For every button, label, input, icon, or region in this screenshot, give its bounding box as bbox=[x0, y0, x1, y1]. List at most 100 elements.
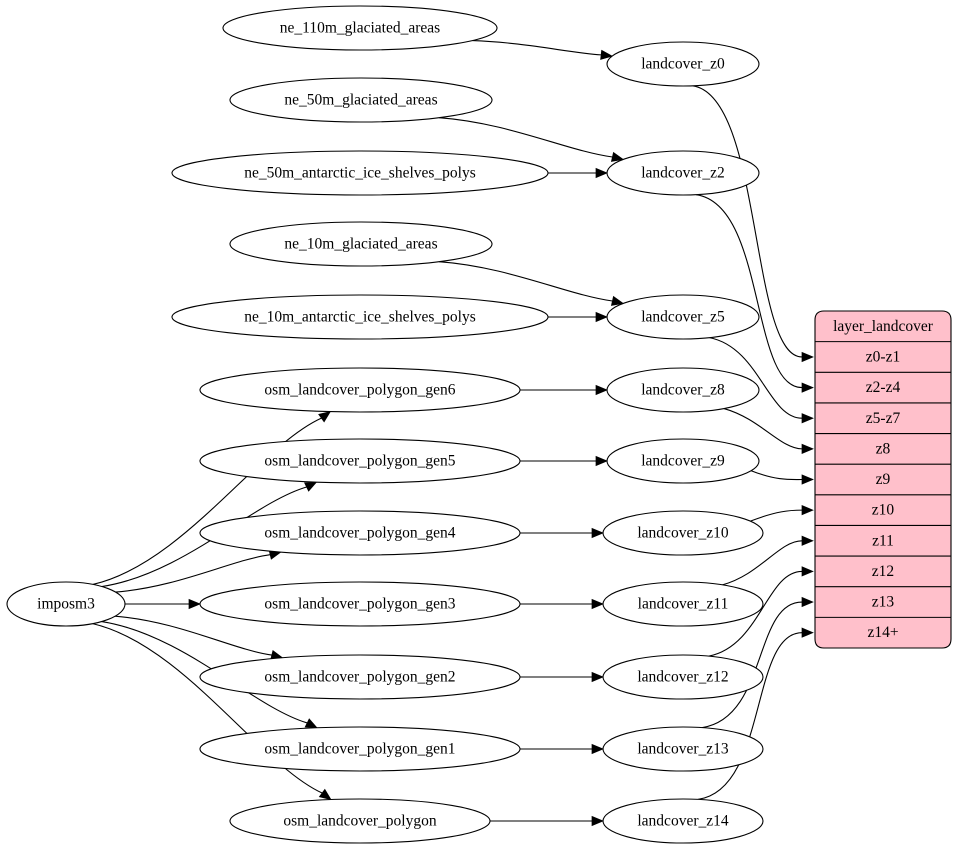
edge-arrowhead bbox=[801, 566, 814, 577]
node-landcover_z5[interactable]: landcover_z5 bbox=[606, 294, 760, 340]
edge-ne_50m_antarctic_ice_shelves_polys-to-landcover_z2 bbox=[548, 167, 608, 179]
node-landcover_z9[interactable]: landcover_z9 bbox=[606, 438, 760, 484]
node-label-landcover_z12: landcover_z12 bbox=[637, 669, 728, 686]
node-landcover_z12[interactable]: landcover_z12 bbox=[602, 654, 764, 700]
table-row-label-z0-z1[interactable]: z0-z1 bbox=[866, 349, 900, 366]
node-shape-landcover_z10 bbox=[602, 510, 764, 556]
edge-landcover_z8-to-layer_landcover:z8 bbox=[723, 408, 814, 454]
edges-layer bbox=[92, 39, 814, 827]
node-label-landcover_z10: landcover_z10 bbox=[637, 525, 728, 542]
edge-arrowhead bbox=[318, 411, 332, 423]
node-ne_110m_glaciated_areas[interactable]: ne_110m_glaciated_areas bbox=[222, 5, 498, 51]
node-landcover_z10[interactable]: landcover_z10 bbox=[602, 510, 764, 556]
edge-imposm3-to-osm_landcover_polygon_gen3 bbox=[125, 598, 201, 610]
edge-arrowhead bbox=[591, 671, 604, 683]
nodes-layer: imposm3 ne_110m_glaciated_areas ne_50m_gla… bbox=[6, 5, 764, 844]
node-label-landcover_z5: landcover_z5 bbox=[641, 309, 725, 326]
edge-imposm3-to-osm_landcover_polygon_gen6 bbox=[92, 411, 332, 585]
edge-curve bbox=[708, 570, 803, 657]
node-imposm3[interactable]: imposm3 bbox=[6, 581, 126, 627]
edge-arrowhead bbox=[595, 384, 608, 396]
table-row-label-z12[interactable]: z12 bbox=[872, 563, 894, 580]
edge-arrowhead bbox=[801, 535, 814, 546]
edge-landcover_z13-to-layer_landcover:z13 bbox=[701, 596, 814, 729]
node-landcover_z13[interactable]: landcover_z13 bbox=[602, 726, 764, 772]
edge-arrowhead bbox=[801, 413, 814, 424]
table-row-label-z2-z4[interactable]: z2-z4 bbox=[866, 379, 901, 396]
table-row-label-z14+[interactable]: z14+ bbox=[867, 624, 898, 641]
node-osm_landcover_polygon_gen5[interactable]: osm_landcover_polygon_gen5 bbox=[199, 438, 521, 484]
node-shape-osm_landcover_polygon_gen2 bbox=[199, 654, 521, 700]
node-label-osm_landcover_polygon_gen6: osm_landcover_polygon_gen6 bbox=[264, 382, 455, 399]
node-osm_landcover_polygon_gen1[interactable]: osm_landcover_polygon_gen1 bbox=[199, 726, 521, 772]
layer-landcover-table: layer_landcoverz0-z1z2-z4z5-z7z8z9z10z11… bbox=[814, 310, 952, 649]
edge-arrowhead bbox=[188, 598, 201, 610]
edge-arrowhead bbox=[801, 596, 814, 608]
node-shape-osm_landcover_polygon_gen6 bbox=[199, 367, 521, 413]
node-ne_50m_glaciated_areas[interactable]: ne_50m_glaciated_areas bbox=[229, 77, 493, 123]
node-ne_10m_glaciated_areas[interactable]: ne_10m_glaciated_areas bbox=[229, 221, 493, 267]
node-ne_50m_antarctic_ice_shelves_polys[interactable]: ne_50m_antarctic_ice_shelves_polys bbox=[171, 150, 549, 196]
node-ne_10m_antarctic_ice_shelves_polys[interactable]: ne_10m_antarctic_ice_shelves_polys bbox=[171, 294, 549, 340]
node-label-ne_50m_glaciated_areas: ne_50m_glaciated_areas bbox=[284, 92, 437, 109]
edge-curve bbox=[722, 540, 803, 586]
table-row-label-z10[interactable]: z10 bbox=[872, 502, 895, 519]
node-landcover_z8[interactable]: landcover_z8 bbox=[606, 367, 760, 413]
edge-arrowhead bbox=[801, 627, 814, 638]
node-label-landcover_z11: landcover_z11 bbox=[638, 596, 729, 613]
node-landcover_z11[interactable]: landcover_z11 bbox=[602, 581, 764, 627]
node-shape-landcover_z13 bbox=[602, 726, 764, 772]
edge-curve bbox=[692, 85, 803, 358]
edge-ne_50m_glaciated_areas-to-landcover_z2 bbox=[438, 117, 625, 162]
edge-curve bbox=[115, 554, 271, 593]
node-shape-landcover_z0 bbox=[606, 41, 760, 87]
node-label-ne_50m_antarctic_ice_shelves_polys: ne_50m_antarctic_ice_shelves_polys bbox=[244, 165, 476, 182]
node-shape-ne_50m_antarctic_ice_shelves_polys bbox=[171, 150, 549, 196]
node-osm_landcover_polygon[interactable]: osm_landcover_polygon bbox=[229, 798, 491, 844]
table-row-label-z9[interactable]: z9 bbox=[876, 471, 891, 488]
node-osm_landcover_polygon_gen6[interactable]: osm_landcover_polygon_gen6 bbox=[199, 367, 521, 413]
edge-arrowhead bbox=[610, 295, 625, 306]
edge-imposm3-to-osm_landcover_polygon_gen4 bbox=[115, 549, 282, 593]
edge-curve bbox=[751, 470, 803, 481]
edge-curve bbox=[701, 601, 803, 729]
node-label-landcover_z9: landcover_z9 bbox=[641, 453, 725, 470]
edge-ne_110m_glaciated_areas-to-landcover_z0 bbox=[472, 39, 613, 60]
node-shape-landcover_z9 bbox=[606, 438, 760, 484]
table-row-label-z8[interactable]: z8 bbox=[876, 440, 891, 457]
edge-imposm3-to-osm_landcover_polygon_gen2 bbox=[115, 615, 284, 660]
node-osm_landcover_polygon_gen4[interactable]: osm_landcover_polygon_gen4 bbox=[199, 510, 521, 556]
table-row-label-z11[interactable]: z11 bbox=[872, 532, 894, 549]
node-shape-landcover_z14 bbox=[602, 798, 764, 844]
node-shape-landcover_z8 bbox=[606, 367, 760, 413]
edge-osm_landcover_polygon_gen6-to-landcover_z8 bbox=[520, 384, 608, 396]
edge-ne_10m_glaciated_areas-to-landcover_z5 bbox=[438, 261, 625, 306]
edge-curve bbox=[709, 337, 803, 419]
edge-curve bbox=[438, 261, 613, 302]
layer-landcover-record[interactable]: layer_landcoverz0-z1z2-z4z5-z7z8z9z10z11… bbox=[814, 310, 952, 649]
edge-osm_landcover_polygon_gen5-to-landcover_z9 bbox=[520, 455, 608, 467]
table-row-label-z13[interactable]: z13 bbox=[872, 594, 895, 611]
node-landcover_z0[interactable]: landcover_z0 bbox=[606, 41, 760, 87]
edge-landcover_z11-to-layer_landcover:z11 bbox=[722, 535, 814, 586]
node-osm_landcover_polygon_gen3[interactable]: osm_landcover_polygon_gen3 bbox=[199, 581, 521, 627]
node-shape-ne_110m_glaciated_areas bbox=[222, 5, 498, 51]
edge-arrowhead bbox=[801, 474, 814, 485]
edge-curve bbox=[472, 39, 602, 56]
node-label-osm_landcover_polygon_gen3: osm_landcover_polygon_gen3 bbox=[264, 596, 455, 613]
table-row-label-z5-z7[interactable]: z5-z7 bbox=[866, 410, 901, 427]
node-shape-landcover_z12 bbox=[602, 654, 764, 700]
edge-landcover_z9-to-layer_landcover:z9 bbox=[751, 470, 814, 485]
node-label-ne_110m_glaciated_areas: ne_110m_glaciated_areas bbox=[280, 20, 440, 37]
node-shape-landcover_z11 bbox=[602, 581, 764, 627]
node-osm_landcover_polygon_gen2[interactable]: osm_landcover_polygon_gen2 bbox=[199, 654, 521, 700]
edge-curve bbox=[438, 117, 613, 158]
edge-landcover_z0-to-layer_landcover:z0-z1 bbox=[692, 85, 814, 363]
edge-curve bbox=[697, 632, 803, 800]
node-landcover_z2[interactable]: landcover_z2 bbox=[606, 150, 760, 196]
node-label-landcover_z14: landcover_z14 bbox=[637, 813, 728, 830]
node-landcover_z14[interactable]: landcover_z14 bbox=[602, 798, 764, 844]
edge-osm_landcover_polygon_gen1-to-landcover_z13 bbox=[520, 743, 604, 755]
